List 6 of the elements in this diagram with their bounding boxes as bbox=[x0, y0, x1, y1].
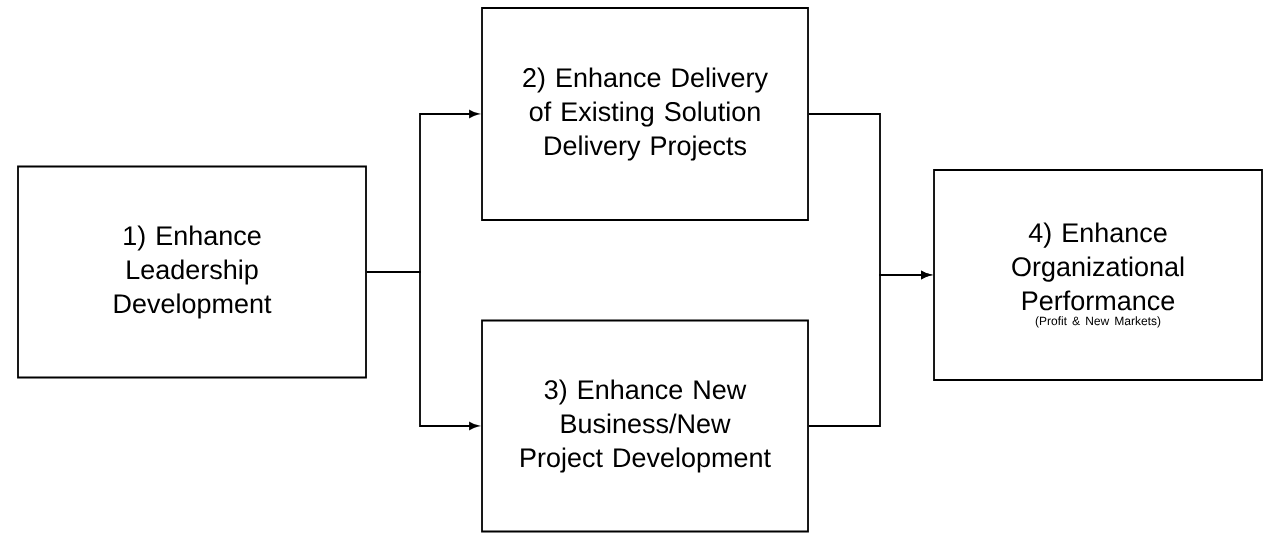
connector-arrow bbox=[808, 271, 931, 427]
process-box: 4) Enhance Organizational Performance (Profit & New Markets) bbox=[933, 169, 1263, 381]
process-box: 1) Enhance Leadership Development bbox=[17, 165, 367, 379]
connector-arrow bbox=[366, 271, 479, 430]
process-box: 2) Enhance Delivery of Existing Solution Delivery Projects bbox=[481, 7, 809, 221]
process-box: 3) Enhance New Business/New Project Development bbox=[481, 319, 809, 533]
